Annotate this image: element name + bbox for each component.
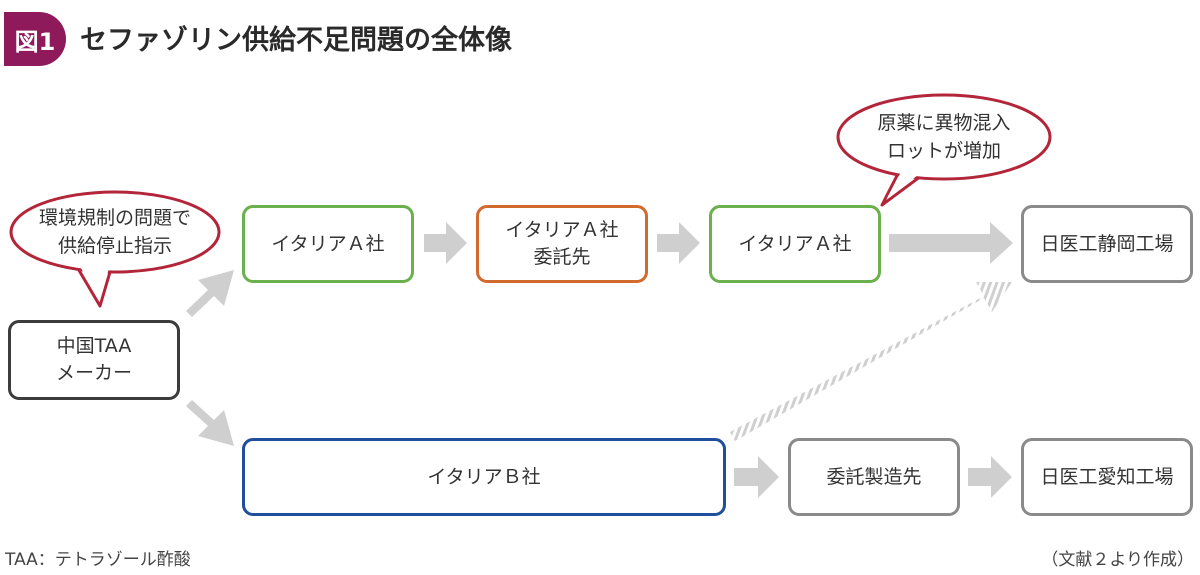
bubble-contamination: 原薬に異物混入 ロットが増加 <box>844 102 1044 172</box>
node-italy-a-first: イタリアＡ社 <box>242 205 414 283</box>
node-shizuoka-label: 日医工静岡工場 <box>1040 232 1174 255</box>
node-italy-b-label: イタリアＢ社 <box>427 465 541 488</box>
figure-title: セファゾリン供給不足問題の全体像 <box>80 25 512 56</box>
figure-badge: 図1 <box>4 12 66 66</box>
node-contract-manufacturer: 委託製造先 <box>788 438 960 516</box>
node-italy-a-first-label: イタリアＡ社 <box>271 232 385 255</box>
node-china-line-2: メーカー <box>55 362 132 384</box>
bubble-environment-line-2: 供給停止指示 <box>57 235 172 257</box>
bubble-contamination-line-1: 原薬に異物混入 <box>877 112 1011 134</box>
node-nichiiko-aichi: 日医工愛知工場 <box>1021 438 1193 516</box>
arrow-italy-a-to-subcontractor <box>424 222 467 264</box>
arrow-subcontractor-to-italy-a <box>657 222 700 264</box>
node-china-line-1: 中国TAA <box>56 335 132 357</box>
bubble-environment-shape <box>9 190 221 308</box>
footnote-source: （文献２より作成） <box>1041 550 1194 570</box>
bubble-contamination-shape <box>836 93 1052 207</box>
node-italy-a-second-label: イタリアＡ社 <box>738 232 852 255</box>
node-contract-label: 委託製造先 <box>826 465 922 488</box>
node-nichiiko-shizuoka: 日医工静岡工場 <box>1021 205 1193 283</box>
node-italy-a-subcontractor: イタリアＡ社 委託先 <box>476 205 648 283</box>
node-china-taa-maker: 中国TAA メーカー <box>8 320 180 400</box>
node-subcontractor-line-2: 委託先 <box>533 246 591 268</box>
node-subcontractor-line-1: イタリアＡ社 <box>505 219 619 241</box>
node-aichi-label: 日医工愛知工場 <box>1040 465 1174 488</box>
node-italy-b: イタリアＢ社 <box>242 438 726 516</box>
bubble-environment: 環境規制の問題で 供給停止指示 <box>15 197 215 267</box>
arrow-italy-b-to-shizuoka-striped <box>730 282 1012 441</box>
footnote-abbreviation: TAA：テトラゾール酢酸 <box>5 550 191 570</box>
arrow-contract-to-aichi <box>968 456 1012 498</box>
bubble-contamination-line-2: ロットが増加 <box>886 140 1001 162</box>
arrow-china-to-italy-b <box>186 400 234 446</box>
node-italy-a-second: イタリアＡ社 <box>709 205 881 283</box>
arrow-china-to-italy-a <box>186 270 234 317</box>
arrow-italy-b-to-contract <box>734 456 779 498</box>
arrow-italy-a-to-shizuoka <box>889 222 1013 264</box>
bubble-environment-line-1: 環境規制の問題で <box>38 207 191 229</box>
